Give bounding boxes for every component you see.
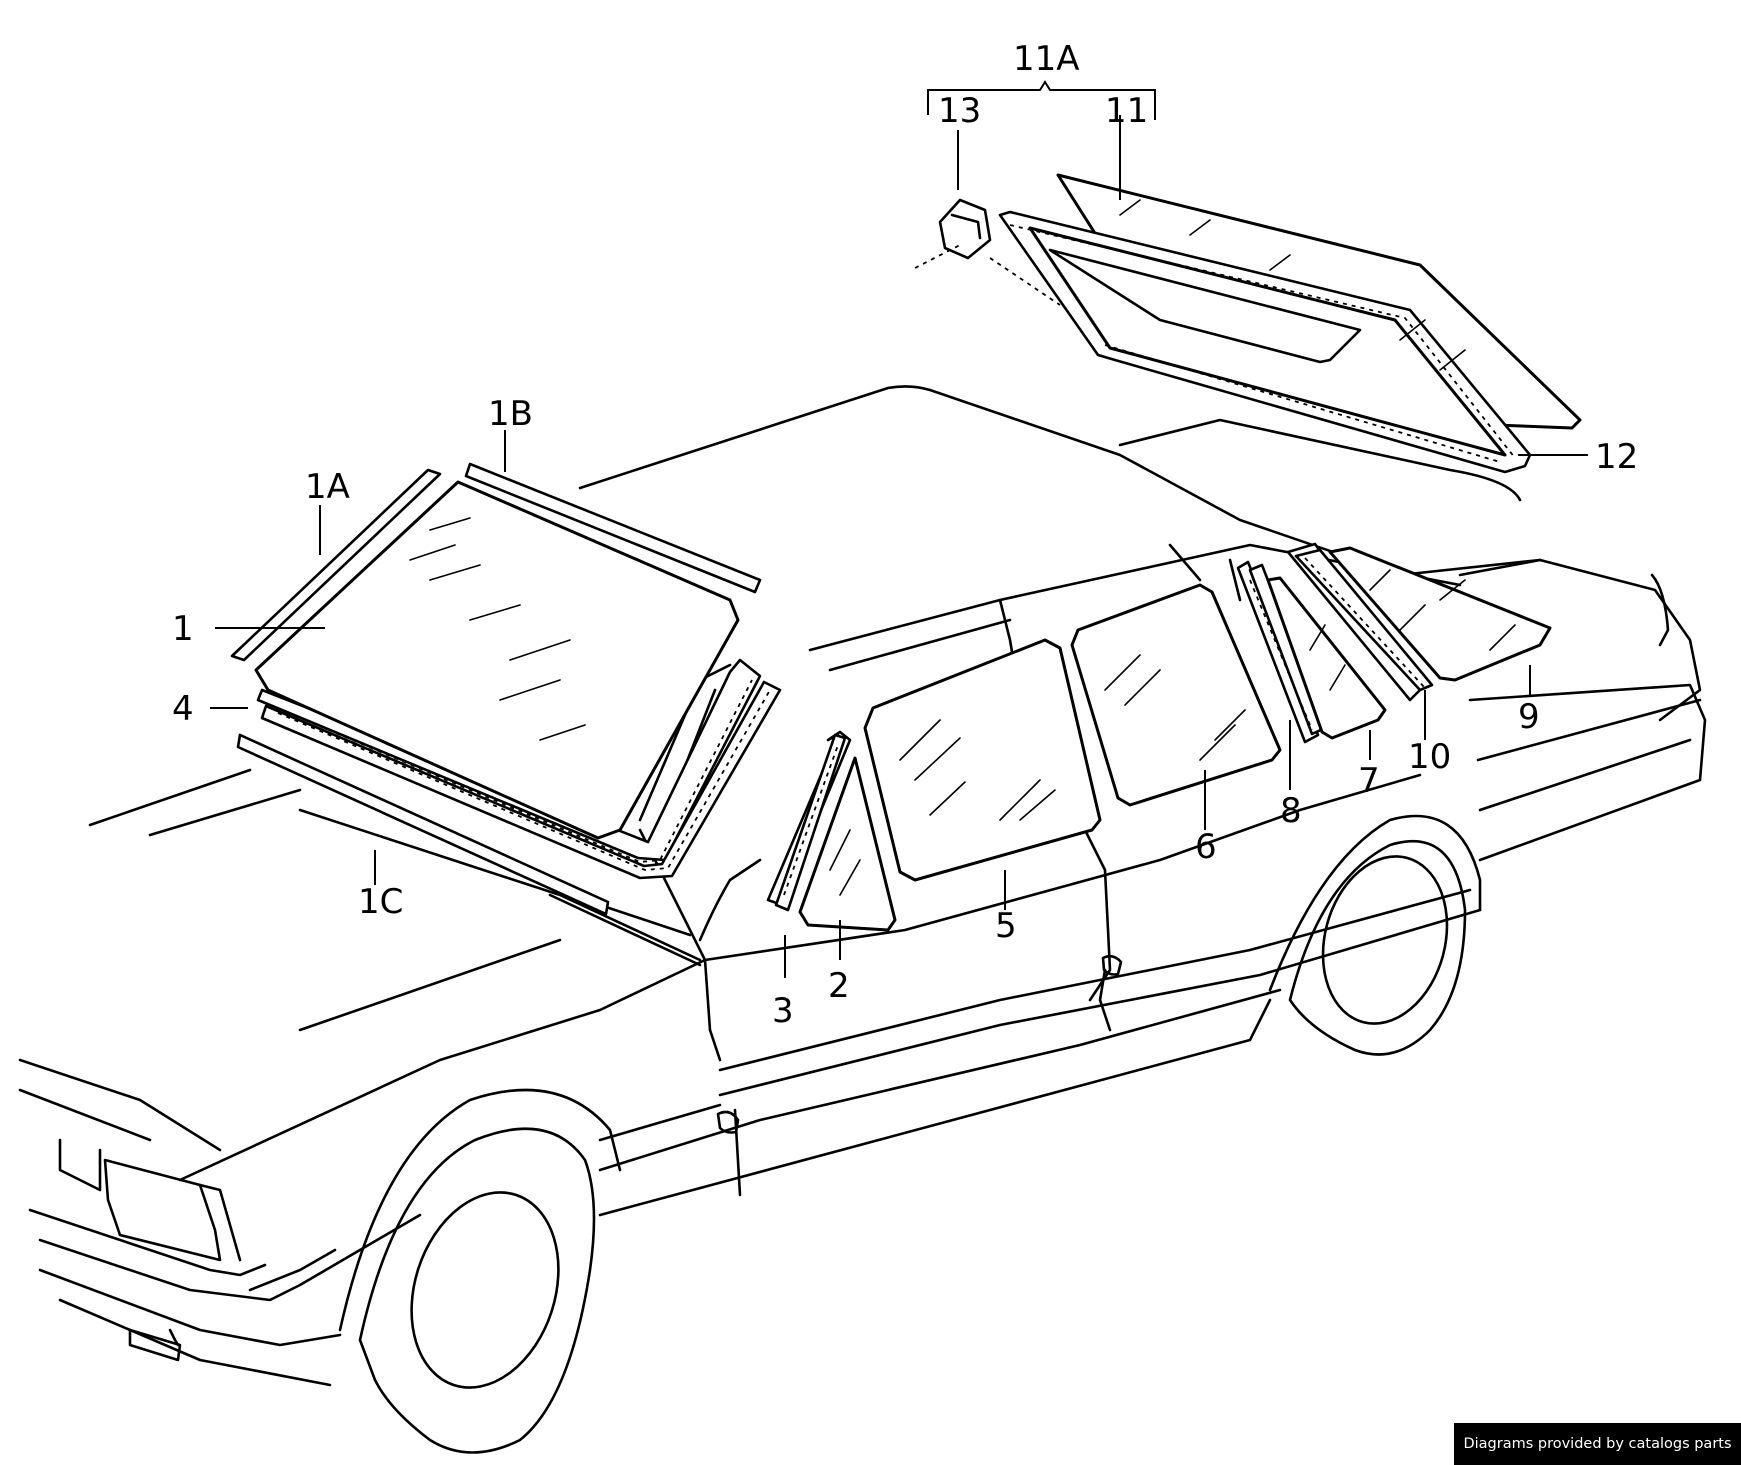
callout-1b: 1B — [488, 394, 533, 434]
windshield-assembly — [230, 462, 782, 916]
door-glass-5 — [863, 638, 1102, 882]
lower-trim-1c — [236, 733, 610, 916]
callout-10: 10 — [1408, 737, 1451, 777]
front-quarter-window — [766, 730, 897, 932]
callout-5: 5 — [995, 906, 1017, 946]
leader-lines — [210, 80, 1588, 978]
callout-12: 12 — [1595, 437, 1638, 477]
callout-8: 8 — [1280, 791, 1302, 831]
callout-6: 6 — [1195, 827, 1217, 867]
callout-3: 3 — [772, 991, 794, 1031]
callout-9: 9 — [1518, 697, 1540, 737]
callout-labels: 1 1A 1B 1C 2 3 4 5 6 7 8 9 10 11 11A 12 … — [172, 39, 1638, 1031]
side-trim-1a — [230, 468, 442, 662]
callout-7: 7 — [1358, 761, 1380, 801]
callout-13: 13 — [938, 91, 981, 131]
rear-door-glass — [1070, 583, 1282, 807]
rear-window-assembly — [914, 173, 1582, 474]
front-door-glass — [863, 638, 1102, 882]
vent-glass-2 — [798, 756, 897, 932]
quarter-glass-7 — [1266, 576, 1387, 740]
callout-1: 1 — [172, 609, 194, 649]
windshield-glass-1 — [254, 480, 740, 840]
side-glass-9 — [1328, 546, 1552, 682]
callout-1a: 1A — [305, 467, 350, 507]
car-body — [18, 385, 1707, 1454]
clip-13 — [938, 198, 992, 260]
credit-banner: Diagrams provided by catalogs parts — [1454, 1423, 1741, 1465]
callout-11a: 11A — [1013, 39, 1080, 79]
rear-vent-window — [1236, 560, 1387, 744]
callout-1c: 1C — [358, 882, 403, 922]
door-glass-6 — [1070, 583, 1282, 807]
rear-side-window — [1286, 542, 1552, 702]
callout-2: 2 — [828, 966, 850, 1006]
callout-4: 4 — [172, 689, 194, 729]
callout-11: 11 — [1105, 91, 1148, 131]
roof-trim-1b — [464, 462, 762, 594]
